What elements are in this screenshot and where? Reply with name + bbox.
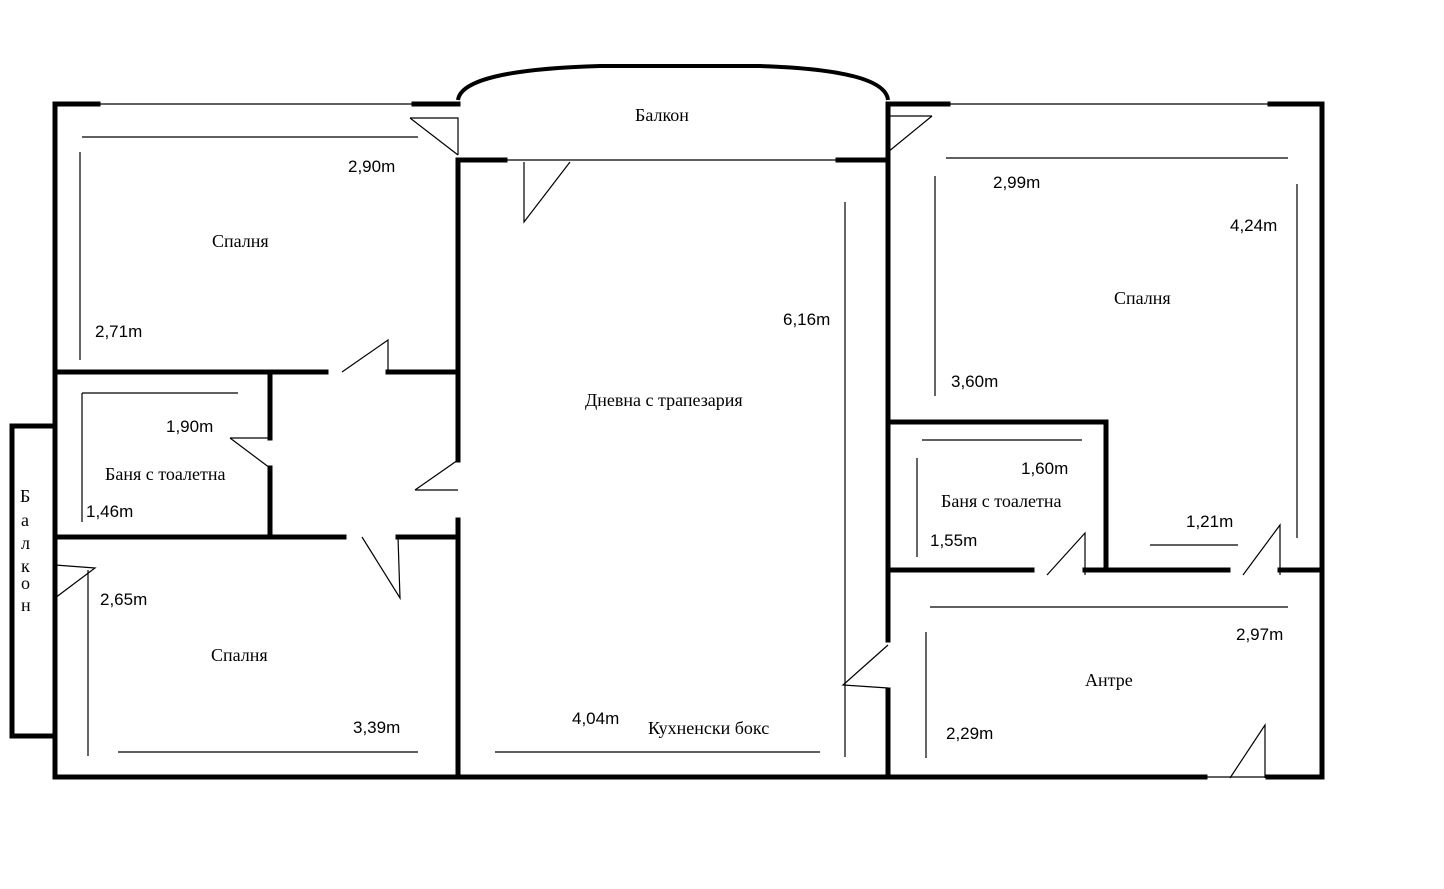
dim-bath-left-depth: 1,46m bbox=[86, 502, 133, 521]
balcony-side-letter: Б bbox=[20, 486, 30, 506]
dim-bedroom-right-width: 2,99m bbox=[993, 173, 1040, 192]
dim-bath-right-depth: 1,55m bbox=[930, 531, 977, 550]
dim-bedroom-bottom-left-width: 3,39m bbox=[353, 718, 400, 737]
dim-bath-right-width: 1,60m bbox=[1021, 459, 1068, 478]
bath-left-label: Баня с тоалетна bbox=[105, 464, 225, 484]
kitchen-label: Кухненски бокс bbox=[648, 718, 769, 738]
dim-hall-width: 2,97m bbox=[1236, 625, 1283, 644]
dim-living-width: 4,04m bbox=[572, 709, 619, 728]
balcony-side-letter: а bbox=[21, 510, 29, 530]
balcony-side-letter: к bbox=[21, 556, 30, 576]
bedroom-bottom-left-label: Спалня bbox=[211, 645, 268, 665]
thin-lines bbox=[54, 64, 1298, 779]
bedroom-right-label: Спалня bbox=[1114, 288, 1171, 308]
balcony-side-letter: л bbox=[21, 533, 30, 553]
dim-bath-left-width: 1,90m bbox=[166, 417, 213, 436]
dim-corridor-width: 1,21m bbox=[1186, 512, 1233, 531]
balcony-top-label: Балкон bbox=[635, 105, 689, 125]
dim-hall-depth: 2,29m bbox=[946, 724, 993, 743]
bath-right-label: Баня с тоалетна bbox=[941, 491, 1061, 511]
dim-bedroom-top-left-width: 2,90m bbox=[348, 157, 395, 176]
dim-bedroom-bottom-left-depth: 2,65m bbox=[100, 590, 147, 609]
dim-bedroom-right-depth: 4,24m bbox=[1230, 216, 1277, 235]
dim-bedroom-right-inner: 3,60m bbox=[951, 372, 998, 391]
balcony-side-label: Б а л к о н bbox=[20, 486, 31, 615]
dim-bedroom-top-left-depth: 2,71m bbox=[95, 322, 142, 341]
dim-living-depth: 6,16m bbox=[783, 310, 830, 329]
hall-label: Антре bbox=[1085, 670, 1133, 690]
balcony-side-letter: н bbox=[21, 595, 31, 615]
balcony-side-letter: о bbox=[21, 573, 30, 593]
living-label: Дневна с трапезария bbox=[585, 390, 743, 410]
walls bbox=[9, 101, 1325, 780]
bedroom-top-left-label: Спалня bbox=[212, 231, 269, 251]
